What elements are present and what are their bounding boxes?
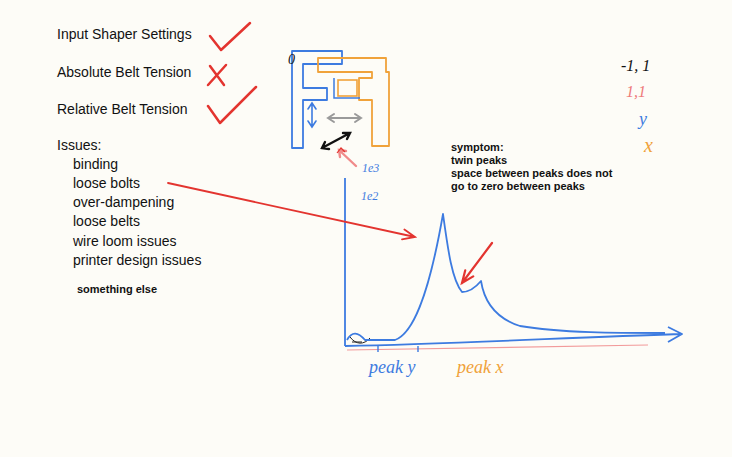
check-mark <box>208 87 256 123</box>
leader-arrow <box>168 183 415 239</box>
axis-key: -1, 1 <box>621 57 650 75</box>
motion-arrow <box>308 103 316 127</box>
peak-label: peak y <box>369 357 415 378</box>
motion-arrow <box>339 150 356 166</box>
gantry-sketch <box>318 58 389 146</box>
list-item: over-dampening <box>73 194 174 210</box>
list-heading: Relative Belt Tension <box>57 101 187 117</box>
axis-key: y <box>639 109 647 130</box>
list-item: printer design issues <box>73 252 201 268</box>
axis-key: x <box>644 134 653 157</box>
toolhead-sketch <box>338 80 357 96</box>
list-heading: Absolute Belt Tension <box>57 64 191 80</box>
peak-label: peak x <box>457 357 503 378</box>
axis-key: 1,1 <box>626 83 646 101</box>
y-axis <box>344 178 346 346</box>
list-heading: Input Shaper Settings <box>57 26 192 42</box>
scale-label: 1e2 <box>361 189 378 204</box>
check-mark <box>210 23 250 50</box>
motion-arrow <box>328 114 361 122</box>
motion-arrow <box>337 148 345 153</box>
symptom-note: space between peaks does not go to zero … <box>451 167 623 193</box>
note: something else <box>77 283 157 295</box>
scale-label: 1e3 <box>362 161 379 176</box>
list-item: binding <box>73 156 118 172</box>
axis-tick <box>378 346 418 352</box>
frame-sketch <box>334 78 360 98</box>
list-item: loose bolts <box>73 175 140 191</box>
x-axis <box>345 327 682 346</box>
motion-arrow <box>322 133 350 149</box>
x-axis-trace <box>347 345 648 350</box>
symptom-note: symptom: <box>451 141 504 153</box>
frame-sketch <box>292 51 342 148</box>
symptom-note: twin peaks <box>451 154 507 166</box>
list-heading: Issues: <box>57 137 101 153</box>
list-item: wire loom issues <box>73 233 176 249</box>
list-item: loose belts <box>73 213 140 229</box>
cross-mark <box>208 65 226 85</box>
origin-mark: 0 <box>288 52 295 68</box>
leader-arrow <box>462 243 492 283</box>
